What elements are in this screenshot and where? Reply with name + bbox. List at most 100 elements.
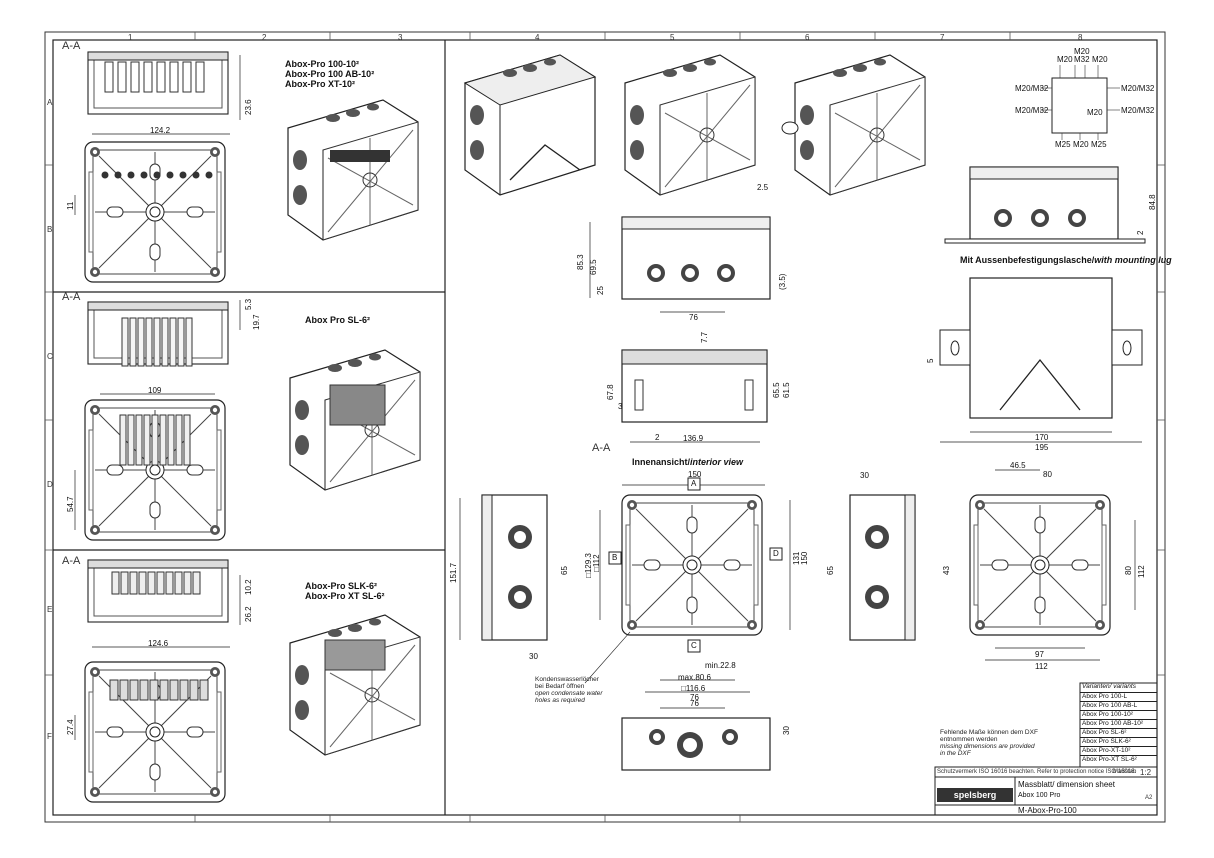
note-line: Kondenswasserlöcher [535,676,599,683]
company-logo: spelsberg [937,788,1013,802]
dim-label: 112 [1137,565,1146,578]
dim-label: 11 [66,201,75,210]
dim-label: 30 [782,726,791,735]
grid-row-f: F [47,732,52,741]
dim-label: 76 [690,699,699,708]
section-marker: D [773,549,779,558]
dim-label: 7.7 [700,331,709,343]
grid-col-5: 5 [670,33,675,42]
cut-label: A-A [592,442,611,454]
grid-col-4: 4 [535,33,540,42]
dim-label: 170 [1035,433,1049,442]
note-line: Fehlende Maße können dem DXF [940,729,1038,736]
note-line: entnommen werden [940,736,998,743]
paper-format: A2 [1145,795,1153,801]
grid-row-b: B [47,225,53,234]
section-marker: A [691,479,697,488]
dim-label: 151.7 [449,562,458,583]
variant-label: Abox-Pro 100 AB-10² [285,69,375,79]
dim-label: 150 [800,551,809,565]
grid-col-8: 8 [1078,33,1083,42]
gland-label: M20 [1087,108,1103,117]
dim-label: 76 [690,693,699,702]
variant-row: Abox Pro-XT SL-6² [1080,755,1157,764]
grid-row-c: C [47,352,53,361]
variant-label: Abox-Pro 100-10² [285,59,360,69]
variant-row: Abox Pro SL-6² [1080,728,1157,737]
dim-label: □116.6 [681,684,706,693]
dim-label: 27.4 [66,719,75,735]
variant-label: Abox-Pro SLK-6² [305,581,377,591]
dim-label: (3.5) [778,273,787,290]
grid-col-1: 1 [128,33,133,42]
interior-title-en: interior view [690,457,744,467]
cut-label: A-A [62,40,81,52]
gland-label: M20/M32 [1015,84,1049,93]
dim-label: 80 [1043,470,1052,479]
note-line: holes as required [535,697,585,704]
cut-label: A-A [62,555,81,567]
dim-label: 65 [826,566,835,575]
dim-label: 85.3 [576,254,585,270]
gland-label: M20 [1073,140,1089,149]
dim-label: 25 [596,286,605,295]
grid-col-7: 7 [940,33,945,42]
grid-col-6: 6 [805,33,810,42]
dim-label: 84.8 [1148,194,1157,210]
dim-label: □112 [592,554,601,572]
dim-label: 136.9 [683,434,704,443]
dim-label: 43 [942,566,951,575]
dim-label: 3 [618,402,623,411]
dxf-note: Fehlende Maße können dem DXF entnommen w… [940,729,1038,757]
variants-table: Varianten/ variants Abox Pro 100-L Abox … [1080,683,1157,767]
note-line: open condensate water [535,690,603,697]
dim-label: 124.2 [150,126,171,135]
dim-label: 2 [655,433,660,442]
grid-row-a: A [47,98,53,107]
variant-label: Abox Pro SL-6² [305,315,371,325]
dim-label: 54.7 [66,496,75,512]
cut-label: A-A [62,291,81,303]
sheet-title: Massblatt/ dimension sheet [1018,780,1115,789]
scale-label: Maßstab [1113,769,1137,775]
lug-caption-en: with mounting lug [1094,255,1172,265]
dim-label: 2 [1136,230,1145,235]
gland-label: M20 [1074,47,1090,56]
dim-label: 61.5 [782,382,791,398]
scale-value: 1:2 [1140,768,1152,777]
dim-label: 65 [560,566,569,575]
note-line: missing dimensions are provided [940,743,1035,750]
variant-label: Abox-Pro XT-10² [285,79,356,89]
gland-label: M20 [1057,55,1073,64]
iso-note: 2.5 [757,183,769,192]
dim-label: 109 [148,386,162,395]
dim-label: 23.6 [244,99,253,115]
dim-label: 80 [1124,566,1133,575]
gland-label: M20/M32 [1121,106,1155,115]
lug-caption: Mit Aussenbefestigungslasche/with mounti… [960,256,1172,265]
dim-label: max.80.6 [678,673,711,682]
grid-row-d: D [47,480,53,489]
variant-row: Abox Pro SLK-6² [1080,737,1157,746]
condensate-note: Kondenswasserlöcher bei Bedarf öffnen op… [535,676,603,704]
dim-label: 69.5 [589,259,598,275]
dim-label: 19.7 [252,314,261,330]
note-line: in the DXF [940,750,971,757]
dim-label: 150 [688,470,702,479]
product-name: Abox 100 Pro [1018,792,1061,799]
drawing-number: M-Abox-Pro-100 [1018,806,1077,815]
section-marker: C [691,641,697,650]
dim-label: 46.5 [1010,461,1026,470]
section-marker: B [612,553,618,562]
variant-label: Abox-Pro XT SL-6² [305,591,385,601]
protection-notice: Schutzvermerk ISO 16016 beachten. Refer … [937,769,1137,775]
gland-label: M20 [1092,55,1108,64]
grid-col-2: 2 [262,33,267,42]
dim-label: 67.8 [606,384,615,400]
interior-title: Innenansicht/interior view [632,458,743,467]
dim-label: 30 [529,652,538,661]
dim-label: 195 [1035,443,1049,452]
dim-label: 112 [1035,662,1048,671]
variant-row: Abox Pro 100 AB-L [1080,701,1157,710]
variant-row: Abox Pro 100-L [1080,692,1157,701]
